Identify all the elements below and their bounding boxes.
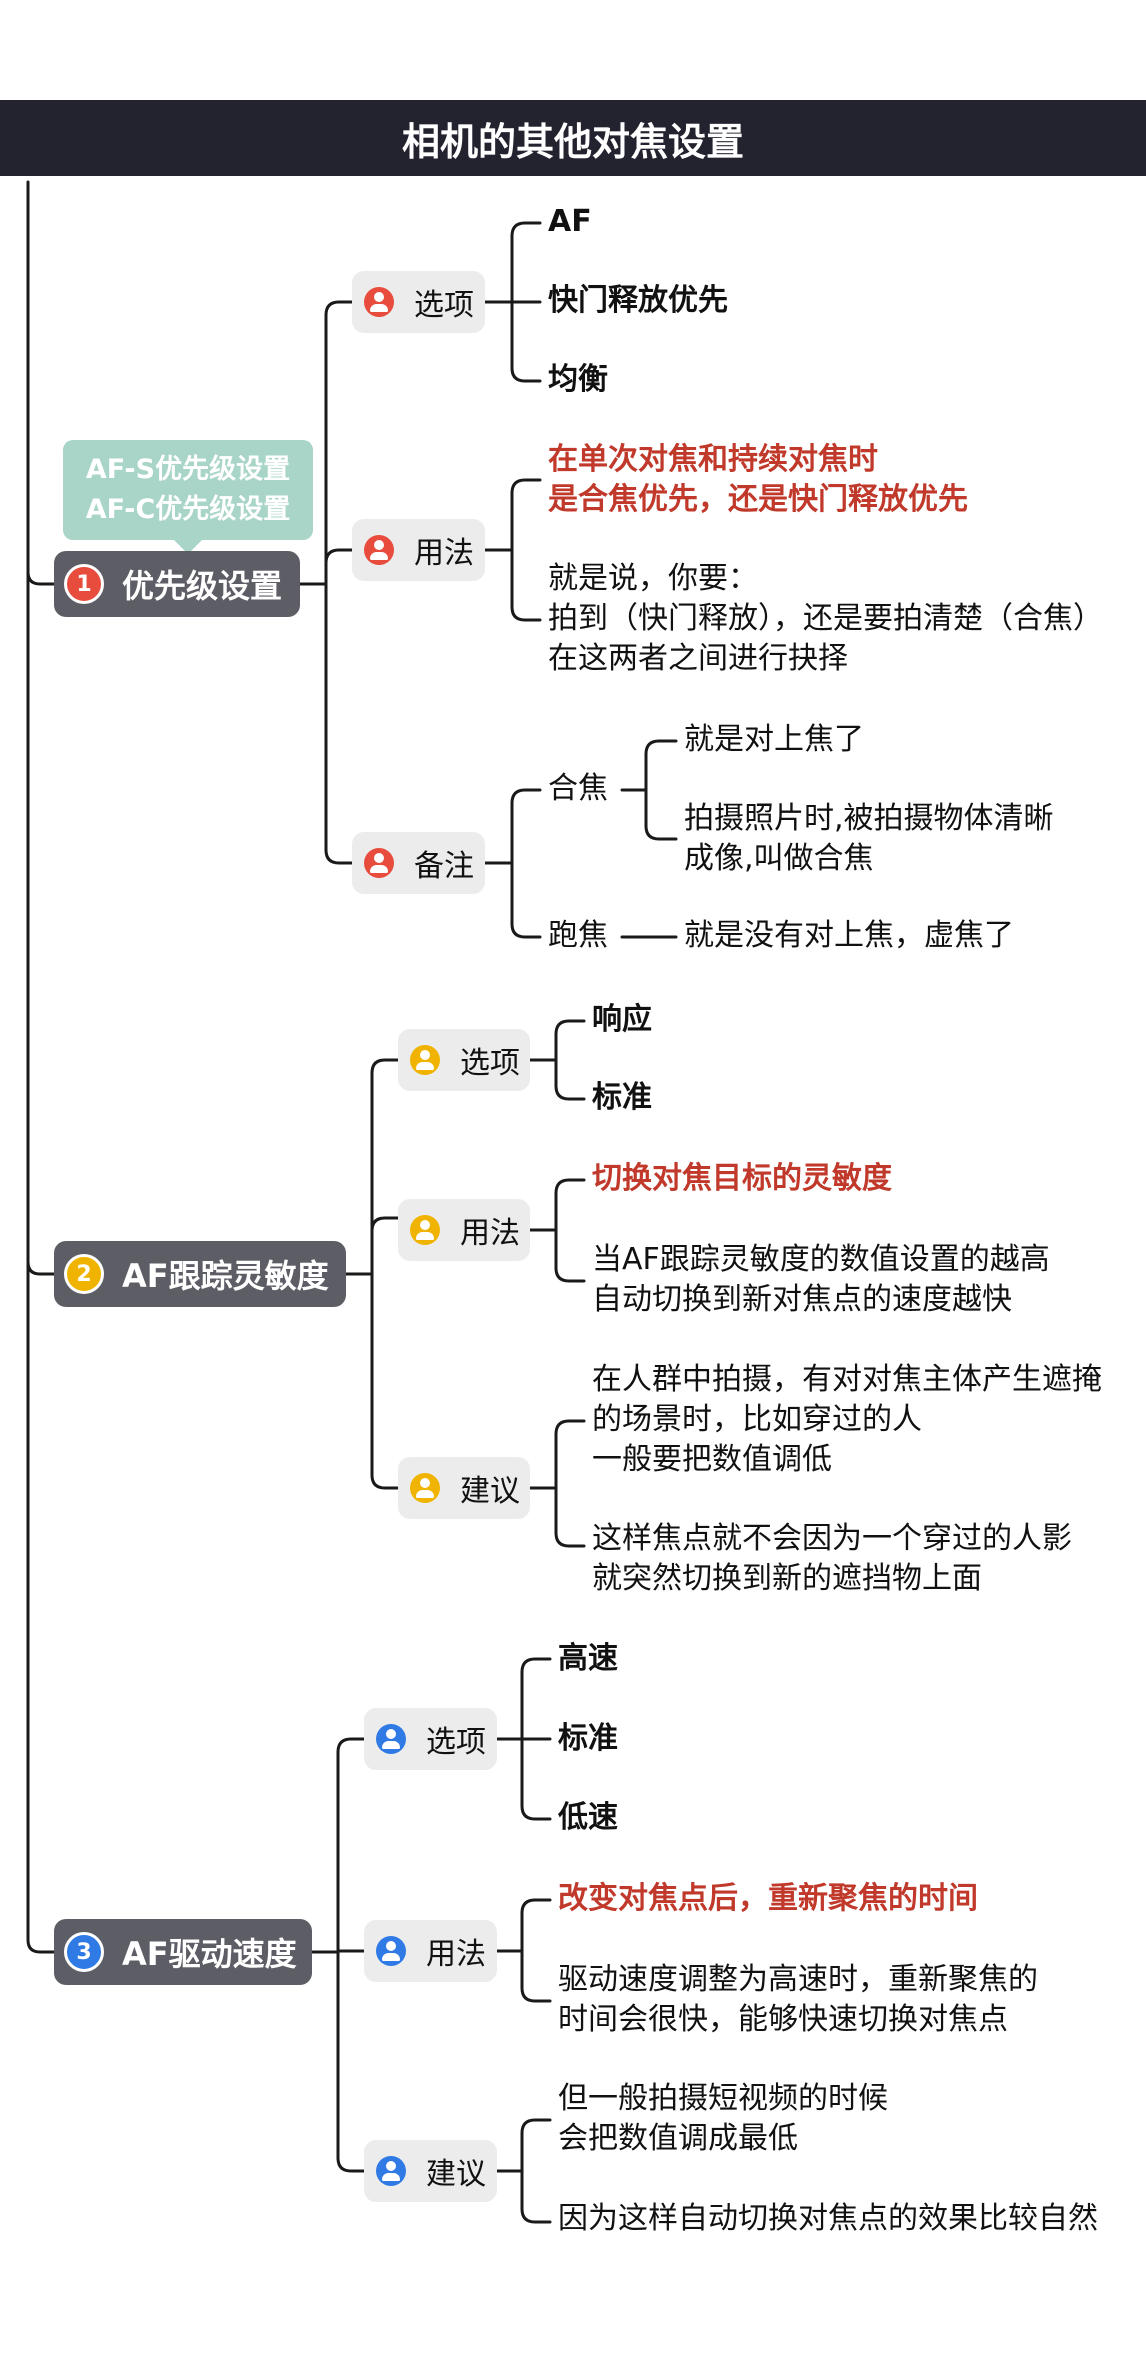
sec2-advice-b1: 这样焦点就不会因为一个穿过的人影 <box>592 1521 1072 1556</box>
sec2-advice-a2: 的场景时，比如穿过的人 <box>592 1402 922 1437</box>
sec1-usage-text-3: 在这两者之间进行抉择 <box>548 641 848 676</box>
sec3-usage-text-1: 驱动速度调整为高速时，重新聚焦的 <box>558 1962 1038 1997</box>
node-label: 选项 <box>460 1046 520 1081</box>
number-3-icon: 3 <box>64 1932 104 1972</box>
focus-def-1: 就是对上焦了 <box>684 722 864 757</box>
node-label: 备注 <box>414 849 474 884</box>
miss-term: 跑焦 <box>548 918 608 953</box>
focus-def-2a: 拍摄照片时,被拍摄物体清晰 <box>684 801 1054 836</box>
node-label: 用法 <box>460 1216 520 1251</box>
sec3-option-high: 高速 <box>558 1641 618 1676</box>
sec1-usage-highlight-1: 在单次对焦和持续对焦时 <box>548 442 878 477</box>
category-label: AF驱动速度 <box>122 1935 297 1973</box>
node-label: 选项 <box>414 288 474 323</box>
node-label: 选项 <box>426 1725 486 1760</box>
user-icon <box>410 1045 440 1075</box>
user-icon <box>410 1215 440 1245</box>
sec3-options-node[interactable]: 选项 <box>364 1708 497 1770</box>
sec1-notes-node[interactable]: 备注 <box>352 832 485 894</box>
callout-line-2: AF-C优先级设置 <box>85 494 291 525</box>
sec3-advice-a1: 但一般拍摄短视频的时候 <box>558 2081 888 2116</box>
sec2-usage-text-1: 当AF跟踪灵敏度的数值设置的越高 <box>592 1242 1050 1277</box>
sec3-option-standard: 标准 <box>558 1721 618 1756</box>
sec1-usage-node[interactable]: 用法 <box>352 519 485 581</box>
sec1-usage-text-1: 就是说，你要： <box>548 561 758 596</box>
sec2-option-response: 响应 <box>592 1002 652 1037</box>
node-label: 建议 <box>426 2157 486 2192</box>
miss-def: 就是没有对上焦，虚焦了 <box>684 918 1014 953</box>
category-af-drive-speed[interactable]: 3 AF驱动速度 <box>54 1919 312 1985</box>
sec3-usage-node[interactable]: 用法 <box>364 1920 497 1982</box>
sec2-usage-text-2: 自动切换到新对焦点的速度越快 <box>592 1282 1012 1317</box>
sec3-advice-node[interactable]: 建议 <box>364 2140 497 2202</box>
sec2-usage-node[interactable]: 用法 <box>398 1199 530 1261</box>
user-icon <box>410 1473 440 1503</box>
user-icon <box>376 1724 406 1754</box>
number-1-icon: 1 <box>64 564 104 604</box>
sec1-usage-text-2: 拍到（快门释放），还是要拍清楚（合焦） <box>548 601 1103 636</box>
sec3-option-low: 低速 <box>558 1800 618 1835</box>
priority-callout: AF-S优先级设置 AF-C优先级设置 <box>63 440 313 554</box>
sec1-options-node[interactable]: 选项 <box>352 271 485 333</box>
user-icon <box>364 287 394 317</box>
page-title: 相机的其他对焦设置 <box>0 100 1146 176</box>
user-icon <box>364 848 394 878</box>
focus-term: 合焦 <box>548 771 608 806</box>
sec1-option-shutter: 快门释放优先 <box>548 283 728 318</box>
user-icon <box>364 535 394 565</box>
user-icon <box>376 1936 406 1966</box>
callout-line-1: AF-S优先级设置 <box>85 454 291 485</box>
sec1-option-af: AF <box>548 204 592 239</box>
sec2-options-node[interactable]: 选项 <box>398 1029 530 1091</box>
sec3-advice-a2: 会把数值调成最低 <box>558 2121 798 2156</box>
sec2-advice-a3: 一般要把数值调低 <box>592 1442 832 1477</box>
sec1-usage-highlight-2: 是合焦优先，还是快门释放优先 <box>548 482 968 517</box>
sec2-advice-b2: 就突然切换到新的遮挡物上面 <box>592 1561 982 1596</box>
sec1-option-balanced: 均衡 <box>548 362 608 397</box>
user-icon <box>376 2156 406 2186</box>
category-af-tracking[interactable]: 2 AF跟踪灵敏度 <box>54 1241 346 1307</box>
category-label: 优先级设置 <box>122 567 283 605</box>
sec3-usage-highlight: 改变对焦点后，重新聚焦的时间 <box>558 1881 978 1916</box>
sec2-advice-a1: 在人群中拍摄，有对对焦主体产生遮掩 <box>592 1362 1102 1397</box>
node-label: 用法 <box>414 536 474 571</box>
node-label: 用法 <box>426 1937 486 1972</box>
sec2-usage-highlight: 切换对焦目标的灵敏度 <box>592 1161 892 1196</box>
category-priority[interactable]: 1 优先级设置 <box>54 551 300 617</box>
sec3-usage-text-2: 时间会很快，能够快速切换对焦点 <box>558 2002 1008 2037</box>
focus-def-2b: 成像,叫做合焦 <box>684 841 874 876</box>
sec3-advice-b1: 因为这样自动切换对焦点的效果比较自然 <box>558 2201 1098 2236</box>
sec2-advice-node[interactable]: 建议 <box>398 1457 530 1519</box>
category-label: AF跟踪灵敏度 <box>122 1257 329 1295</box>
node-label: 建议 <box>460 1474 520 1509</box>
sec2-option-standard: 标准 <box>592 1080 652 1115</box>
number-2-icon: 2 <box>64 1254 104 1294</box>
